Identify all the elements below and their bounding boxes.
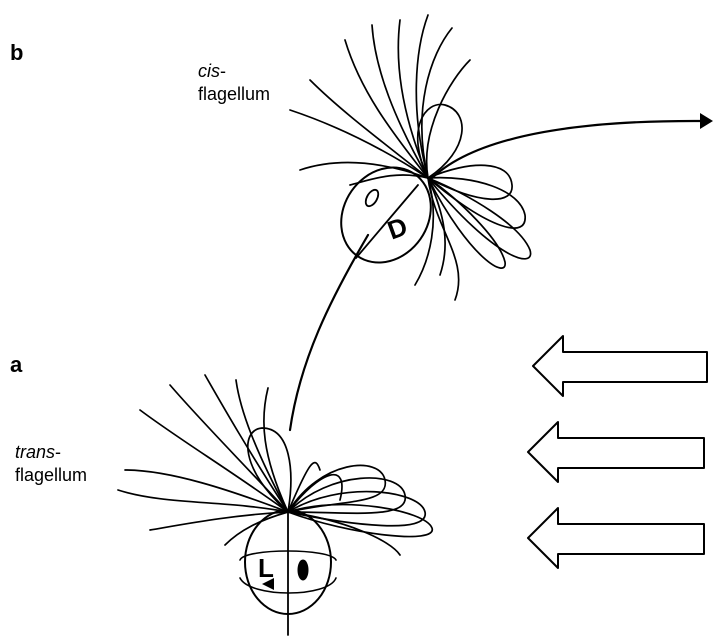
trans-flagellum-strokes [118, 375, 291, 545]
upper-cell-body [323, 150, 449, 280]
flow-arrow-icon [533, 336, 707, 396]
lower-trailing-lobes [288, 463, 432, 555]
lower-cell-letter: L [258, 553, 274, 583]
cis-flagellum-strokes [290, 15, 470, 185]
flow-arrow-icon [528, 508, 704, 568]
swim-path-arrow-icon [700, 113, 713, 129]
swim-path-curve [290, 235, 368, 430]
lower-eyespot [298, 560, 308, 580]
lower-cell [118, 375, 432, 635]
flow-arrows [528, 336, 707, 568]
swim-path-arc [430, 121, 704, 180]
upper-trailing-lobes [415, 165, 531, 300]
flow-arrow-icon [528, 422, 704, 482]
upper-cell-letter: D [383, 211, 411, 246]
upper-eyespot [363, 188, 381, 209]
upper-cell [290, 15, 531, 300]
